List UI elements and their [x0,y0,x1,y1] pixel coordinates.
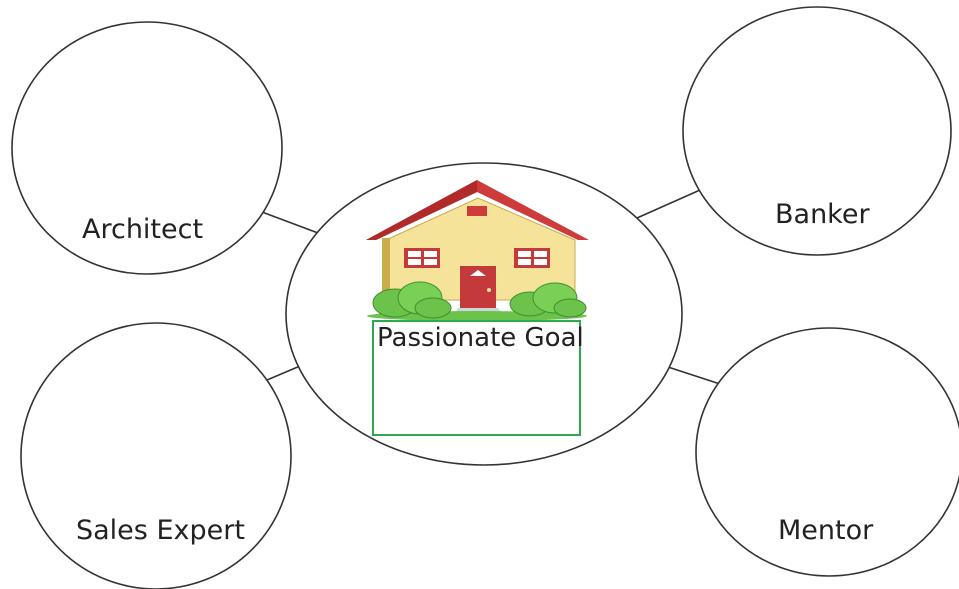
house-icon [366,180,589,321]
node-mentor-label: Mentor [778,515,874,546]
node-mentor-circle [695,327,959,577]
goal-box [372,320,581,436]
connector-architect [261,211,319,234]
node-sales-expert-label: Sales Expert [76,515,245,546]
center-goal-label: Passionate Goal [377,323,584,353]
node-banker-circle [682,6,952,256]
connector-mentor [667,366,721,385]
node-banker-label: Banker [775,199,870,230]
node-sales-expert-circle [20,322,292,589]
node-architect-label: Architect [82,214,204,245]
connector-banker [636,189,701,219]
node-architect-circle [11,21,283,275]
